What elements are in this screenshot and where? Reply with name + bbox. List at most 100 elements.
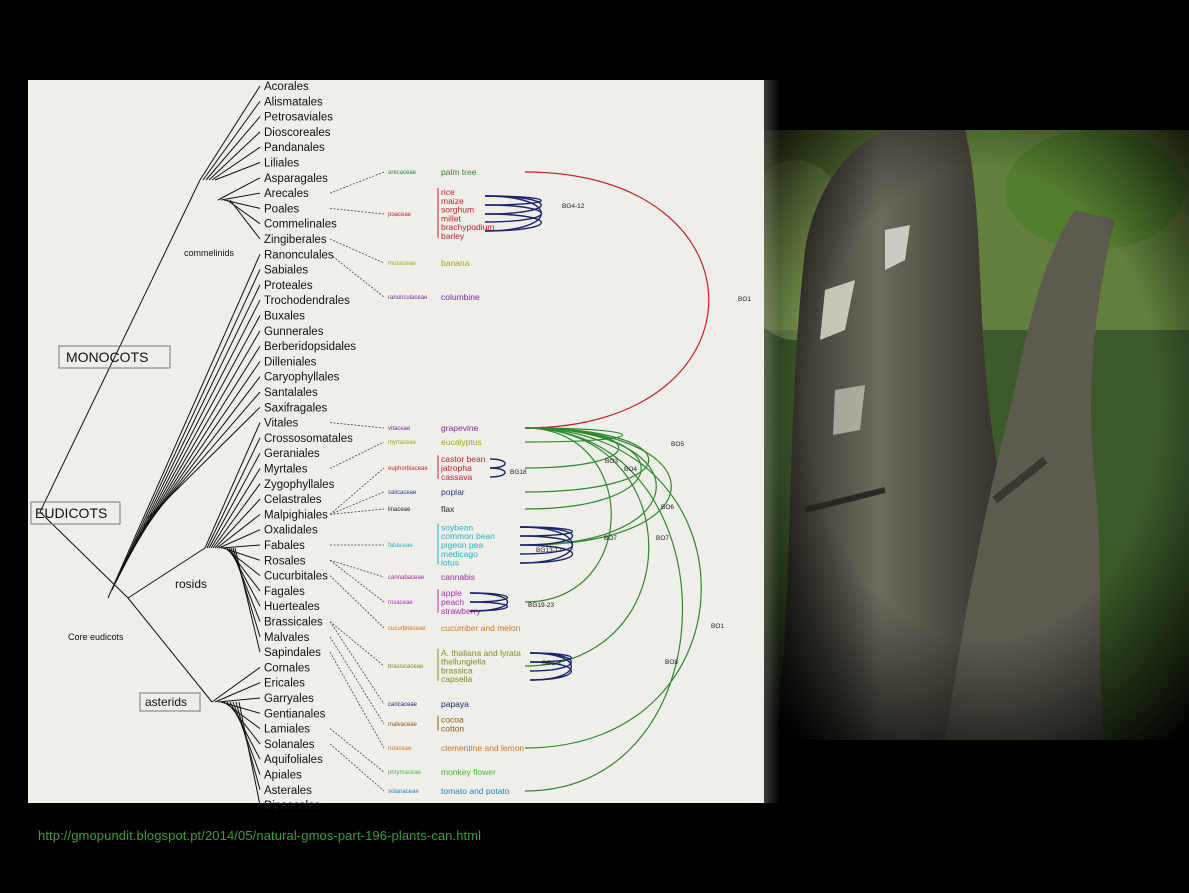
family-label: phrymaceae xyxy=(388,770,422,776)
rosids-label: rosids xyxy=(175,577,207,591)
species-label: tomato and potato xyxy=(441,786,510,796)
species-label: cassava xyxy=(441,472,472,482)
family-label: poaceae xyxy=(388,212,412,218)
species-label: monkey flower xyxy=(441,767,496,777)
bg-label: BG18 xyxy=(510,469,527,476)
order-label: Garryales xyxy=(264,693,314,705)
species-label: flax xyxy=(441,504,455,514)
branch xyxy=(230,200,260,239)
order-label: Huerteales xyxy=(264,601,320,613)
branch xyxy=(116,285,260,582)
order-label: Zingiberales xyxy=(264,234,327,246)
family-label: ranunculaceae xyxy=(388,295,428,301)
bg-label: BG19-23 xyxy=(528,602,554,609)
eudicots-label: EUDICOTS xyxy=(35,505,107,521)
species-label: barley xyxy=(441,231,465,241)
branch xyxy=(217,514,260,548)
family-label: arecaceae xyxy=(388,170,417,176)
order-family-connector xyxy=(330,637,384,724)
order-label: Trochodendrales xyxy=(264,295,350,307)
order-label: Commelinales xyxy=(264,219,337,231)
bo-label: BO3 xyxy=(605,458,618,465)
species-label: cucumber and melon xyxy=(441,623,521,633)
duplication-arc xyxy=(525,172,709,428)
order-label: Lamiales xyxy=(264,724,310,736)
order-label: Malvales xyxy=(264,632,310,644)
branch xyxy=(206,117,260,180)
branch xyxy=(221,545,260,548)
species-label: cannabis xyxy=(441,572,475,582)
within-family-arc xyxy=(490,459,505,468)
order-family-connector xyxy=(330,423,384,428)
order-label: Saxifragales xyxy=(264,402,328,414)
branch xyxy=(211,469,260,549)
source-url[interactable]: http://gmopundit.blogspot.pt/2014/05/nat… xyxy=(38,828,481,843)
family-label: euphorbiaceae xyxy=(388,466,428,472)
order-label: Oxalidales xyxy=(264,525,318,537)
family-label: myrtaceae xyxy=(388,440,417,446)
species-label: palm tree xyxy=(441,167,477,177)
order-family-connector xyxy=(330,729,384,772)
family-label: cucurbitaceae xyxy=(388,626,426,632)
order-label: Fabales xyxy=(264,540,305,552)
species-label: cotton xyxy=(441,723,464,733)
order-label: Poales xyxy=(264,203,299,215)
branch xyxy=(221,193,260,200)
order-label: Crossosomatales xyxy=(264,433,353,445)
order-label: Pandanales xyxy=(264,142,325,154)
duplication-arc xyxy=(525,428,611,602)
family-label: fabaceae xyxy=(388,543,413,549)
family-label: salicaceae xyxy=(388,490,417,496)
branch xyxy=(212,667,260,702)
species-label: papaya xyxy=(441,699,469,709)
order-label: Brassicales xyxy=(264,617,323,629)
order-label: Fagales xyxy=(264,586,305,598)
order-label: Dipsacales xyxy=(264,800,320,812)
branch xyxy=(207,438,260,548)
order-label: Solanales xyxy=(264,739,315,751)
order-label: Vitales xyxy=(264,418,299,430)
monocots-label: MONOCOTS xyxy=(66,349,148,365)
order-family-connector xyxy=(330,622,384,667)
order-label: Dioscoreales xyxy=(264,127,331,139)
family-label: rutaceae xyxy=(388,746,412,752)
bo-label: BO7 xyxy=(656,535,669,542)
branch xyxy=(218,698,260,702)
family-label: rosaceae xyxy=(388,600,413,606)
order-family-connector xyxy=(330,442,384,469)
branch xyxy=(144,392,260,526)
order-label: Gunnerales xyxy=(264,326,324,338)
branch xyxy=(128,598,212,702)
bg-label: BG4-12 xyxy=(562,203,585,210)
species-label: grapevine xyxy=(441,423,479,433)
order-family-connector xyxy=(330,172,384,193)
commelinids-label: commelinids xyxy=(184,248,235,258)
species-label: eucalyptus xyxy=(441,437,482,447)
order-label: Liliales xyxy=(264,158,299,170)
family-label: brassicaceae xyxy=(388,664,424,670)
order-family-connector xyxy=(330,560,384,602)
duplication-links: BG4-12BG18BG13-17BG19-23BG1-3BO1BO5BO3BO… xyxy=(470,172,751,791)
order-labels: AcoralesAlismatalesPetrosavialesDioscore… xyxy=(264,81,356,812)
order-label: Malpighiales xyxy=(264,509,328,521)
bo-label: BO8 xyxy=(665,659,678,666)
bo-label: BO4 xyxy=(624,466,637,473)
order-family-connector xyxy=(330,560,384,577)
branch xyxy=(148,407,260,518)
species-label: capsella xyxy=(441,674,472,684)
order-label: Celastrales xyxy=(264,494,322,506)
family-label: malvaceae xyxy=(388,722,418,728)
order-label: Cornales xyxy=(264,662,310,674)
branch xyxy=(213,484,260,548)
species-label: clementine and lemon xyxy=(441,743,524,753)
order-label: Alismatales xyxy=(264,96,323,108)
bo-label: BO1 xyxy=(738,296,751,303)
bo-label: BO7 xyxy=(604,535,617,542)
order-family-connector xyxy=(330,622,384,705)
order-family-connector xyxy=(330,239,384,263)
bo-label: BO5 xyxy=(671,441,684,448)
family-label: vitaceae xyxy=(388,426,411,432)
